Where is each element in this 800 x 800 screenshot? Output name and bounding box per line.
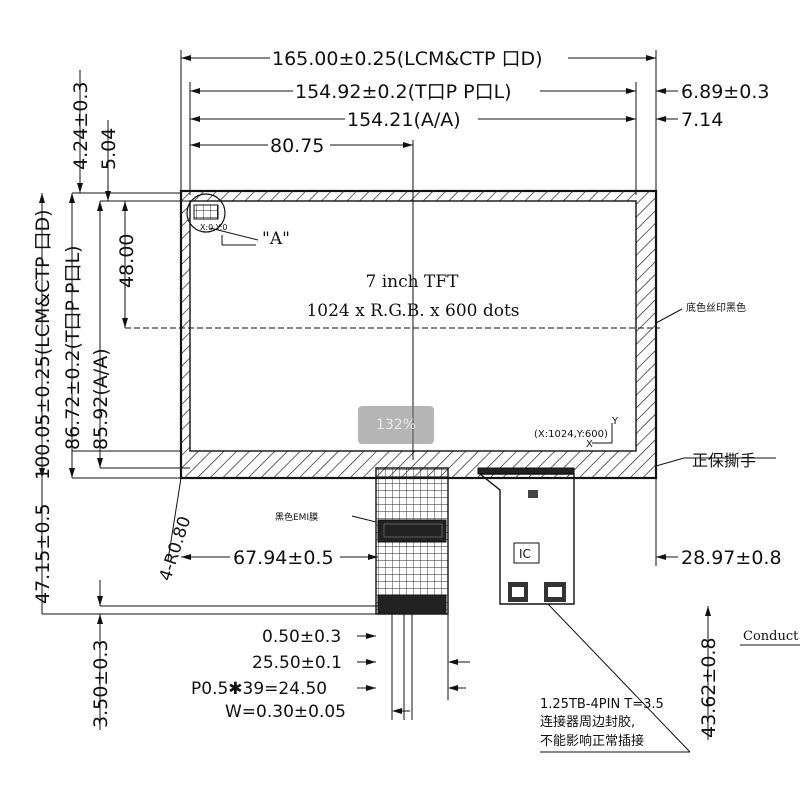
detail-label: "A" xyxy=(262,229,290,249)
protect-tape-note: 正保撕手 xyxy=(692,451,756,470)
fpc-width-dim: 25.50±0.1 xyxy=(252,653,342,673)
aa-height-dim: 85.92(A/A) xyxy=(90,348,112,450)
right-offset-1-dim: 6.89±0.3 xyxy=(681,81,769,103)
axis-x-label: X xyxy=(586,439,593,450)
silkscreen-note: 底色丝印黑色 xyxy=(686,301,746,314)
fpc-total-dim: 47.15±0.5 xyxy=(32,503,54,604)
panel-title: 7 inch TFT xyxy=(366,272,460,292)
overall-width-dim: 165.00±0.25(LCM&CTP 口D) xyxy=(272,48,543,70)
top-offset-1-dim: 4.24±0.3 xyxy=(70,82,92,170)
pol-width-dim: 154.92±0.2(T口P P口L) xyxy=(295,81,512,103)
ic-label: IC xyxy=(519,547,531,561)
stiffener-dim: 3.50±0.3 xyxy=(90,640,112,728)
fpc-right-dim: 28.97±0.8 xyxy=(681,547,782,569)
right-offset-2-dim: 7.14 xyxy=(681,109,723,131)
center-height-dim: 48.00 xyxy=(116,234,138,288)
fpc-length-dim: 43.62±0.8 xyxy=(698,637,720,738)
pol-height-dim: 86.72±0.2(T口P P口L) xyxy=(62,245,84,450)
conduct-note: Conduct xyxy=(743,629,799,644)
pitch-dim: P0.5✱39=24.50 xyxy=(191,679,327,699)
pin-width-dim: W=0.30±0.05 xyxy=(225,702,346,722)
pin-gap-dim: 0.50±0.3 xyxy=(262,627,341,647)
coord-label: (X:1024,Y:600) xyxy=(534,429,608,440)
aa-width-dim: 154.21(A/A) xyxy=(347,109,461,131)
overall-height-dim: 100.05±0.25(LCM&CTP 口D) xyxy=(32,209,54,480)
zoom-level-badge: 132% xyxy=(358,406,434,444)
fpc-offset-dim: 67.94±0.5 xyxy=(233,547,334,569)
connector-note-line3: 不能影响正常插接 xyxy=(540,733,644,749)
emi-film-note: 黑色EMI膜 xyxy=(275,511,318,523)
center-offset-dim: 80.75 xyxy=(270,135,324,157)
top-offset-2-dim: 5.04 xyxy=(98,128,120,170)
panel-resolution: 1024 x R.G.B. x 600 dots xyxy=(306,301,519,321)
axis-y-label: Y xyxy=(611,416,619,427)
corner-radius-dim: 4-R0.80 xyxy=(156,514,196,584)
connector-note-line2: 连接器周边封胶, xyxy=(540,714,635,730)
detail-small-label: X:0,Y:0 xyxy=(200,223,227,232)
connector-note-line1: 1.25TB-4PIN T=3.5 xyxy=(540,697,664,712)
